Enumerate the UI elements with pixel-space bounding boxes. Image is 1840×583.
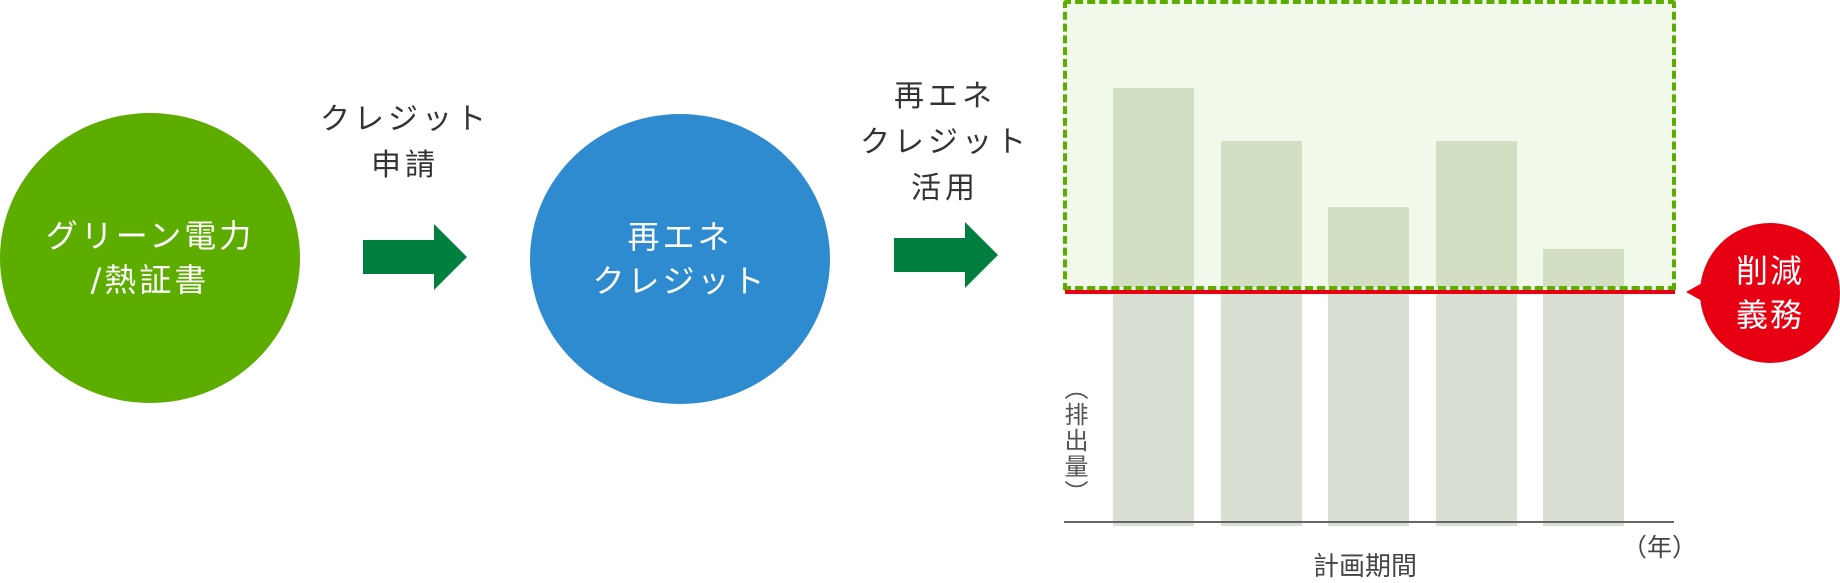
source-line1: グリーン電力 xyxy=(45,217,255,255)
green-power-certificate-circle: グリーン電力 /熱証書 xyxy=(0,113,300,403)
bubble-tail xyxy=(1686,282,1704,302)
arrow-right-icon xyxy=(894,222,998,288)
bubble-line1: 削減 xyxy=(1735,252,1804,290)
step1-line1: クレジット xyxy=(320,102,490,137)
step1-line2: 申請 xyxy=(371,148,439,183)
reduction-obligation-bubble: 削減 義務 xyxy=(1700,223,1840,363)
bar-2-excess xyxy=(1221,141,1302,287)
step2-line2: クレジット xyxy=(860,125,1030,160)
renewable-credit-circle: 再エネ クレジット xyxy=(530,114,830,404)
bar-3-excess xyxy=(1328,207,1409,287)
x-axis-line xyxy=(1064,521,1674,523)
credit-line1: 再エネ xyxy=(627,218,733,256)
step2-line1: 再エネ xyxy=(894,79,996,114)
x-axis-label: 計画期間 xyxy=(1313,552,1418,582)
x-axis-unit: （年） xyxy=(1622,533,1698,562)
bar-4-excess xyxy=(1436,141,1517,287)
target-box-bottom-border xyxy=(1063,286,1676,290)
bar-1-excess xyxy=(1113,88,1194,287)
step2-line3: 活用 xyxy=(911,171,979,206)
bar-5 xyxy=(1543,249,1624,526)
bubble-line2: 義務 xyxy=(1735,296,1804,334)
arrow-right-icon xyxy=(363,224,467,290)
credit-usage-label: 再エネ クレジット 活用 xyxy=(840,74,1050,212)
credit-application-label: クレジット 申請 xyxy=(300,97,510,189)
source-line2: /熱証書 xyxy=(90,261,210,299)
y-axis-label: （排出量） xyxy=(1060,376,1088,506)
credit-line2: クレジット xyxy=(592,262,768,300)
bar-5-excess xyxy=(1543,249,1624,287)
reduction-obligation-line xyxy=(1065,290,1675,294)
